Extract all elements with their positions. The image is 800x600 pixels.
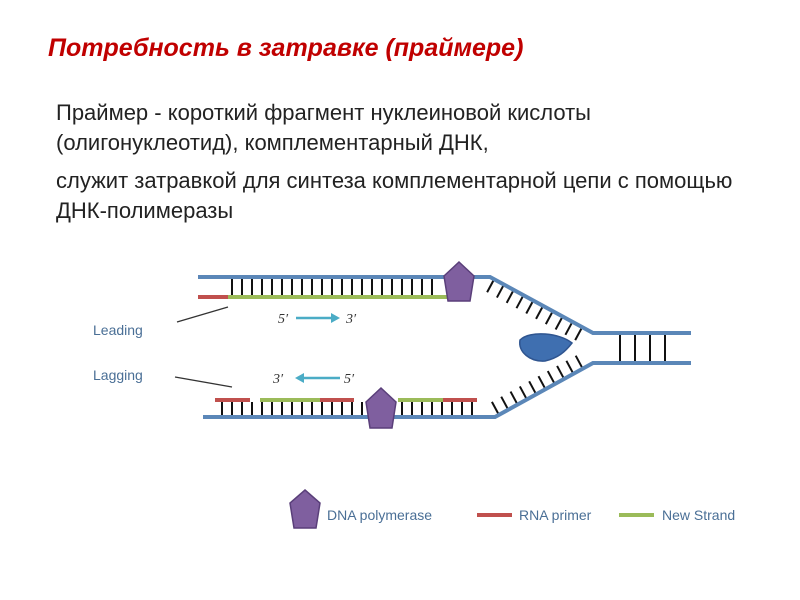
lagging-base-pairs xyxy=(221,402,473,415)
lagging-label: Lagging xyxy=(93,367,143,383)
paragraph-primer-definition: Праймер - короткий фрагмент нуклеиновой … xyxy=(56,100,591,155)
fork-base xyxy=(556,365,565,380)
paragraph-primer-function: служит затравкой для синтеза комплемента… xyxy=(56,168,733,223)
fork-base xyxy=(509,391,519,406)
fork-base xyxy=(574,326,584,341)
fork-base xyxy=(528,380,538,395)
legend-polymerase-icon xyxy=(289,489,321,529)
leading-arrow-end-label: 3′ xyxy=(345,312,357,327)
fork-base xyxy=(491,401,500,416)
lagging-dna-polymerase xyxy=(365,386,397,429)
helicase-shape xyxy=(519,333,574,362)
fork-base xyxy=(496,284,505,299)
fork-base xyxy=(544,310,554,325)
fork-base xyxy=(505,289,515,304)
fork-base xyxy=(537,375,547,390)
leading-arrow-start-label: 5′ xyxy=(278,312,289,327)
parental-duplex-base-pairs xyxy=(619,335,666,361)
fork-base xyxy=(486,278,496,293)
fork-base xyxy=(500,396,510,411)
legend-new-strand-label: New Strand xyxy=(662,507,735,523)
fork-base xyxy=(546,370,556,385)
upper-template-strand xyxy=(198,275,691,335)
lagging-arrow-end-label: 5′ xyxy=(344,372,355,387)
leading-label: Leading xyxy=(93,322,143,338)
fork-base xyxy=(574,355,584,370)
legend-polymerase-label: DNA polymerase xyxy=(327,507,432,523)
fork-base xyxy=(564,321,574,336)
upper-fork-bases xyxy=(486,278,584,341)
fork-base xyxy=(535,305,544,320)
lower-template-strand xyxy=(203,361,691,419)
leading-base-pairs xyxy=(231,279,433,295)
fork-base xyxy=(565,360,575,375)
fork-base xyxy=(525,300,535,314)
legend-primer-label: RNA primer xyxy=(519,507,592,523)
lagging-arrowhead xyxy=(295,373,304,383)
slide-title: Потребность в затравке (праймере) xyxy=(48,34,524,62)
fork-base xyxy=(518,385,528,400)
fork-base xyxy=(554,316,564,330)
lagging-pointer-line xyxy=(174,376,233,388)
lagging-arrow-start-label: 3′ xyxy=(272,372,284,387)
leading-pointer-line xyxy=(176,306,229,323)
lower-fork-bases xyxy=(491,355,584,416)
leading-arrowhead xyxy=(331,313,340,323)
fork-base xyxy=(515,294,525,309)
leading-dna-polymerase xyxy=(443,260,475,302)
